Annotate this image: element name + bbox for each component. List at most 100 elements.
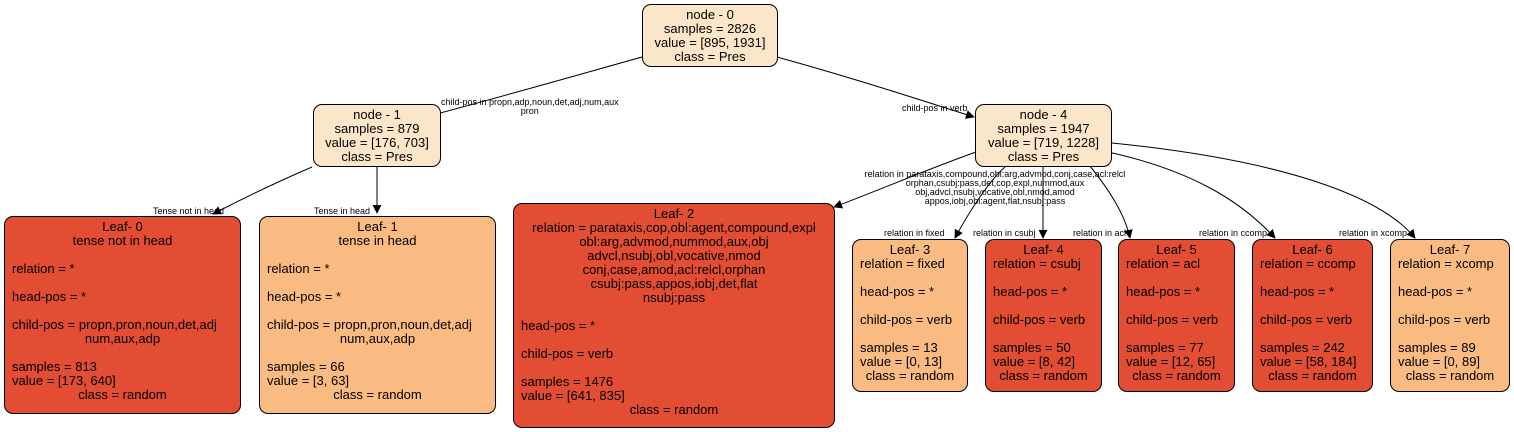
leaf-relation: relation = parataxis,cop,obl:agent,compo… <box>532 220 816 235</box>
edge-label-node1-leaf1: Tense in head <box>314 207 370 216</box>
leaf-2: Leaf- 2 relation = parataxis,cop,obl:age… <box>513 203 835 428</box>
leaf-title: Leaf- 4 <box>1023 242 1064 257</box>
edge-node0-node4 <box>776 56 975 119</box>
edge-label-line: child-pos in verb <box>902 103 968 113</box>
leaf-head-pos: head-pos = * <box>1260 284 1335 299</box>
edge-label-node0-node4: child-pos in verb <box>902 104 968 113</box>
leaf-title: Leaf- 1 <box>357 219 398 234</box>
leaf-relation: relation = * <box>12 261 75 276</box>
edge-label-line: relation in ccomp <box>1199 228 1268 238</box>
leaf-child-pos-cont: num,aux,adp <box>339 331 416 346</box>
leaf-value: value = [0, 89] <box>1398 354 1481 369</box>
leaf-samples: samples = 13 <box>860 340 938 355</box>
edge-label-line: relation in fixed <box>884 228 945 238</box>
leaf-child-pos: child-pos = verb <box>993 312 1086 327</box>
leaf-head-pos: head-pos = * <box>12 289 87 304</box>
leaf-relation: relation = csubj <box>993 256 1081 271</box>
leaf-relation: relation = ccomp <box>1260 256 1356 271</box>
edge-label-node1-leaf0: Tense not in head <box>153 207 224 216</box>
edge-label-line: child-pos in propn,adp,noun,det,adj,num,… <box>441 97 619 107</box>
leaf-0: Leaf- 0 tense not in head relation = * h… <box>4 216 241 414</box>
leaf-relation-cont: nsubj:pass <box>642 290 706 305</box>
leaf-head-pos: head-pos = * <box>267 289 342 304</box>
leaf-class: class = random <box>629 402 719 417</box>
leaf-3: Leaf- 3 relation = fixed head-pos = * ch… <box>852 239 968 392</box>
leaf-subtitle: tense in head <box>338 233 417 248</box>
node-value: value = [895, 1931] <box>654 35 766 50</box>
leaf-relation-cont: conj,case,amod,acl:relcl,orphan <box>582 262 766 277</box>
leaf-head-pos: head-pos = * <box>521 318 596 333</box>
leaf-class: class = random <box>78 387 167 402</box>
leaf-value: value = [58, 184] <box>1260 354 1357 369</box>
leaf-title: Leaf- 7 <box>1429 242 1471 257</box>
edge-label-line: Tense in head <box>314 206 371 216</box>
node-class: class = Pres <box>1007 149 1080 164</box>
leaf-child-pos: child-pos = verb <box>860 312 953 327</box>
leaf-title: Leaf- 5 <box>1156 242 1197 257</box>
leaf-relation-cont: advcl,nsubj,obl,vocative,nmod <box>587 248 761 263</box>
node-title: node - 1 <box>353 107 401 122</box>
node-title: node - 0 <box>686 7 734 22</box>
leaf-5: Leaf- 5 relation = acl head-pos = * chil… <box>1118 239 1235 392</box>
leaf-child-pos: child-pos = propn,pron,noun,det,adj <box>267 317 472 332</box>
leaf-samples: samples = 1476 <box>521 374 614 389</box>
leaf-head-pos: head-pos = * <box>993 284 1068 299</box>
edge-label-node0-node1: child-pos in propn,adp,noun,det,adj,num,… <box>441 98 619 116</box>
edge-node1-leaf0 <box>212 166 313 215</box>
leaf-relation: relation = xcomp <box>1398 256 1494 271</box>
leaf-samples: samples = 77 <box>1126 340 1204 355</box>
edge-label-node4-leaf2: relation in parataxis,compound,obl:arg,a… <box>835 170 1155 206</box>
node-value: value = [719, 1228] <box>988 135 1099 150</box>
node-title: node - 4 <box>1019 107 1068 122</box>
edge-node4-leaf7 <box>1111 142 1416 239</box>
edge-label-line: orphan,csubj:pass,det,cop,expl,nummod,au… <box>905 178 1085 188</box>
leaf-relation-cont: obl:arg,advmod,nummod,aux,obj <box>579 234 769 249</box>
node-samples: samples = 879 <box>334 121 420 136</box>
node-samples: samples = 1947 <box>997 121 1090 136</box>
leaf-class: class = random <box>865 368 955 383</box>
edge-label-line: relation in parataxis,compound,obl:arg,a… <box>864 169 1126 179</box>
leaf-relation-cont: csubj:pass,appos,iobj,det,flat <box>590 276 758 291</box>
leaf-title: Leaf- 3 <box>889 242 931 257</box>
leaf-title: Leaf- 0 <box>102 219 143 234</box>
edge-label-line: relation in acl <box>1073 228 1127 238</box>
leaf-child-pos: child-pos = verb <box>1398 312 1491 327</box>
tree-node-0: node - 0 samples = 2826 value = [895, 19… <box>642 4 778 67</box>
edge-label-line: appos,iobj,obl:agent,flat,nsubj:pass <box>924 196 1066 206</box>
edge-label-node4-leaf3: relation in fixed <box>884 229 945 238</box>
leaf-head-pos: head-pos = * <box>860 284 935 299</box>
node-class: class = Pres <box>341 149 413 164</box>
edge-node4-leaf6 <box>1107 151 1276 239</box>
leaf-4: Leaf- 4 relation = csubj head-pos = * ch… <box>985 239 1102 392</box>
leaf-relation: relation = acl <box>1126 256 1201 271</box>
leaf-relation: relation = fixed <box>860 256 945 271</box>
leaf-child-pos: child-pos = verb <box>1260 312 1353 327</box>
tree-node-1: node - 1 samples = 879 value = [176, 703… <box>313 104 441 167</box>
leaf-value: value = [3, 63] <box>267 373 350 388</box>
edge-label-node4-leaf6: relation in ccomp <box>1199 229 1267 238</box>
leaf-child-pos-cont: num,aux,adp <box>84 331 161 346</box>
leaf-1: Leaf- 1 tense in head relation = * head-… <box>259 216 496 414</box>
leaf-head-pos: head-pos = * <box>1398 284 1473 299</box>
leaf-relation: relation = * <box>267 261 330 276</box>
leaf-class: class = random <box>333 387 422 402</box>
edge-label-line: pron <box>520 106 539 116</box>
leaf-class: class = random <box>1405 368 1495 383</box>
edge-label-node4-leaf5: relation in acl <box>1073 229 1126 238</box>
leaf-head-pos: head-pos = * <box>1126 284 1201 299</box>
leaf-value: value = [173, 640] <box>12 373 116 388</box>
leaf-class: class = random <box>1132 368 1221 383</box>
leaf-samples: samples = 813 <box>12 359 97 374</box>
edge-node4-leaf5 <box>1084 159 1133 239</box>
leaf-subtitle: tense not in head <box>72 233 173 248</box>
leaf-6: Leaf- 6 relation = ccomp head-pos = * ch… <box>1252 239 1373 392</box>
leaf-title: Leaf- 6 <box>1292 242 1333 257</box>
leaf-samples: samples = 242 <box>1260 340 1345 355</box>
leaf-samples: samples = 66 <box>267 359 345 374</box>
leaf-7: Leaf- 7 relation = xcomp head-pos = * ch… <box>1390 239 1510 392</box>
edge-node0-node1 <box>424 56 643 120</box>
leaf-child-pos: child-pos = propn,pron,noun,det,adj <box>12 317 217 332</box>
leaf-value: value = [12, 65] <box>1126 354 1216 369</box>
edge-node4-leaf2 <box>833 151 977 209</box>
